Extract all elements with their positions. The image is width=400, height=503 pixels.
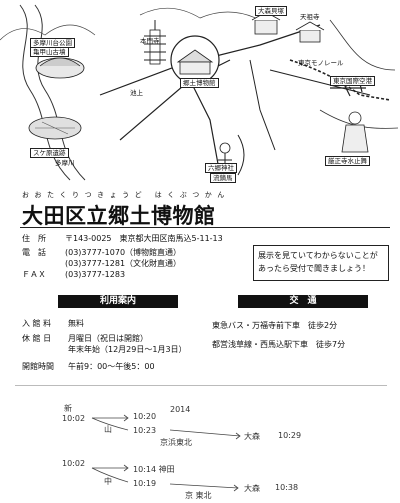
notice-line-2: あったら受付で聞きましょう！	[258, 264, 370, 273]
map-label-river: 多摩川	[55, 159, 75, 167]
hand-row2-a: 10:02	[62, 459, 86, 468]
guide-header: 利用案内	[58, 295, 178, 308]
pagoda-icon	[144, 20, 166, 65]
museum-building-icon	[170, 35, 220, 85]
closed-value-2: 年末年始（12月29日〜1月3日）	[68, 345, 187, 354]
phone-label: 電 話	[22, 248, 46, 257]
address-value: 〒143-0025 東京都大田区南馬込5-11-13	[65, 234, 223, 243]
hand-row1-a: 10:02	[62, 414, 86, 423]
fee-label: 入 館 料	[22, 319, 52, 328]
closed-value-1: 月曜日（祝日は開館）	[68, 334, 148, 343]
tomb-mound-icon	[35, 57, 85, 79]
map-label-monorail: 東京モノレール	[298, 59, 344, 67]
access-route-1: 東急バス・万福寺前下車 徒歩2分	[212, 321, 338, 330]
dancer-figure-icon	[341, 111, 369, 153]
map-label-museum: 郷土博物館	[180, 78, 219, 88]
hand-row2-d: 大森	[244, 484, 260, 493]
excavation-icon	[28, 116, 82, 140]
map-drawing	[0, 4, 399, 181]
temple-icon	[295, 21, 325, 43]
notice-line-1: 展示を見ていてわからないことが	[258, 251, 378, 260]
phone-2: (03)3777-1281（文化財直通）	[65, 259, 182, 268]
hand-row2-c: 京 東北	[185, 491, 212, 500]
map-label-honmonji: 本門寺	[140, 37, 160, 45]
fee-value: 無料	[68, 319, 84, 328]
map-label-omori-shell: 大森貝塚	[255, 6, 287, 16]
phone-1: (03)3777-1070（博物館直通）	[65, 248, 182, 257]
access-header: 交 通	[238, 295, 368, 308]
fax-value: (03)3777-1283	[65, 270, 126, 279]
hours-label: 開館時間	[22, 362, 54, 371]
title-divider	[20, 227, 390, 228]
shell-mound-icon	[251, 11, 281, 35]
map-label-yabusame: 流鏑馬	[210, 173, 236, 183]
hand-row2-e: 10:38	[275, 483, 299, 492]
closed-label: 休 館 日	[22, 334, 52, 343]
area-map: 多摩川台公園 亀甲山古墳 本門寺 池上 大森貝塚 天祖寺 郷土博物館 スケ原遺跡…	[0, 0, 400, 185]
hand-row2-mid: 10:14 神田	[133, 465, 175, 474]
hand-date-top: 2014	[170, 405, 191, 414]
map-label-kamenoko-tomb: 亀甲山古墳	[30, 47, 69, 57]
map-label-rokugo-shrine: 六郷神社	[205, 163, 237, 173]
section-divider	[15, 385, 387, 386]
access-route-2: 都営浅草線・西馬込駅下車 徒歩7分	[212, 340, 346, 349]
hand-row1-mid: 10:20	[133, 412, 157, 421]
map-label-gonsho-temple: 厳正寺水止舞	[325, 156, 370, 166]
map-label-tenso-temple: 天祖寺	[300, 13, 320, 21]
museum-title: 大田区立郷土博物館	[22, 204, 216, 228]
hand-row1-d: 大森	[244, 432, 260, 441]
hand-row1-e: 10:29	[278, 431, 302, 440]
map-label-ikegami: 池上	[130, 89, 143, 97]
hand-head: 新	[64, 404, 72, 413]
hand-row2-b: 10:19	[133, 479, 157, 488]
title-ruby: おおたくりつきょうど はくぶつかん	[22, 191, 230, 199]
hand-row2-small: 中	[104, 477, 112, 486]
map-label-sukegaya: スケ原遺跡	[30, 148, 69, 158]
hand-row1-c: 京浜東北	[160, 438, 192, 447]
hand-row1-b: 10:23	[133, 426, 157, 435]
hours-value: 午前9：00〜午後5：00	[68, 362, 155, 371]
map-label-haneda: 東京国際空港	[330, 76, 375, 86]
fax-label: ＦＡＸ	[22, 270, 46, 279]
address-label: 住 所	[22, 234, 46, 243]
notice-box: 展示を見ていてわからないことが あったら受付で聞きましょう！	[253, 245, 389, 281]
hand-row1-small: 山	[104, 425, 112, 434]
